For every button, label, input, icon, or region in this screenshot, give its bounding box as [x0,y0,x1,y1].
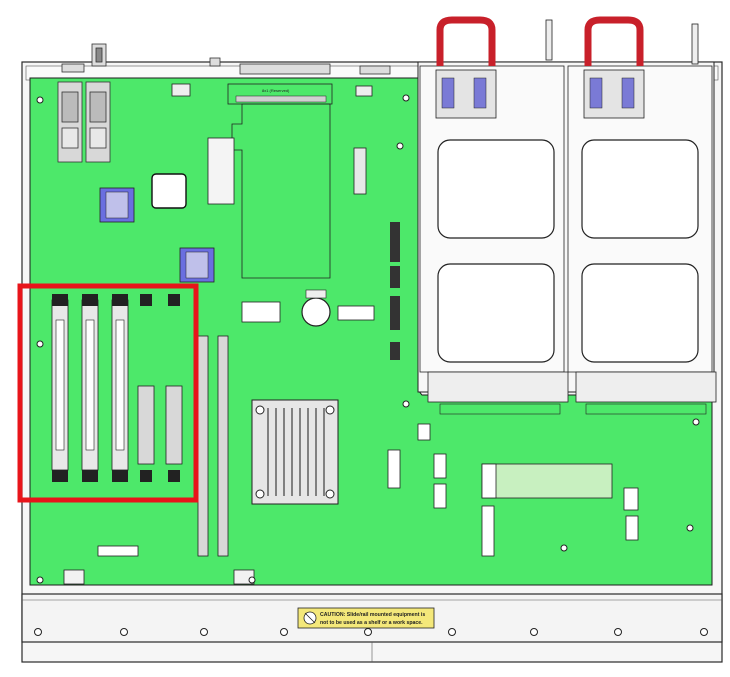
cmos-battery [301,297,331,327]
bmc-chip [151,173,187,209]
highlighted-dimm-area [17,283,199,503]
tpm-header [241,301,281,323]
riser-outline [231,103,331,279]
rear-io [61,43,391,75]
bezel-screws [34,628,708,636]
riser-label: 8x1 (Reserved) [262,88,290,93]
vertical-connector [353,147,367,195]
cpu-heatsink [251,399,339,505]
purple-chip-2 [179,247,215,283]
psu-handles [436,16,644,66]
front-panel-header [97,545,139,557]
caution-line-1: CAUTION: Slide/rail mounted equipment is [320,612,425,618]
sata-connector [337,305,375,321]
board-standoffs [36,94,700,584]
riser-card-slot [207,137,235,205]
m2-slot [481,463,613,499]
psu-bay [417,61,717,415]
pin-headers [390,222,400,360]
caution-line-2: not to be used as a shelf or a work spac… [320,620,423,626]
sfp-cages [57,81,111,163]
purple-chip-1 [99,187,135,223]
caution-label: CAUTION: Slide/rail mounted equipment is… [297,607,435,629]
